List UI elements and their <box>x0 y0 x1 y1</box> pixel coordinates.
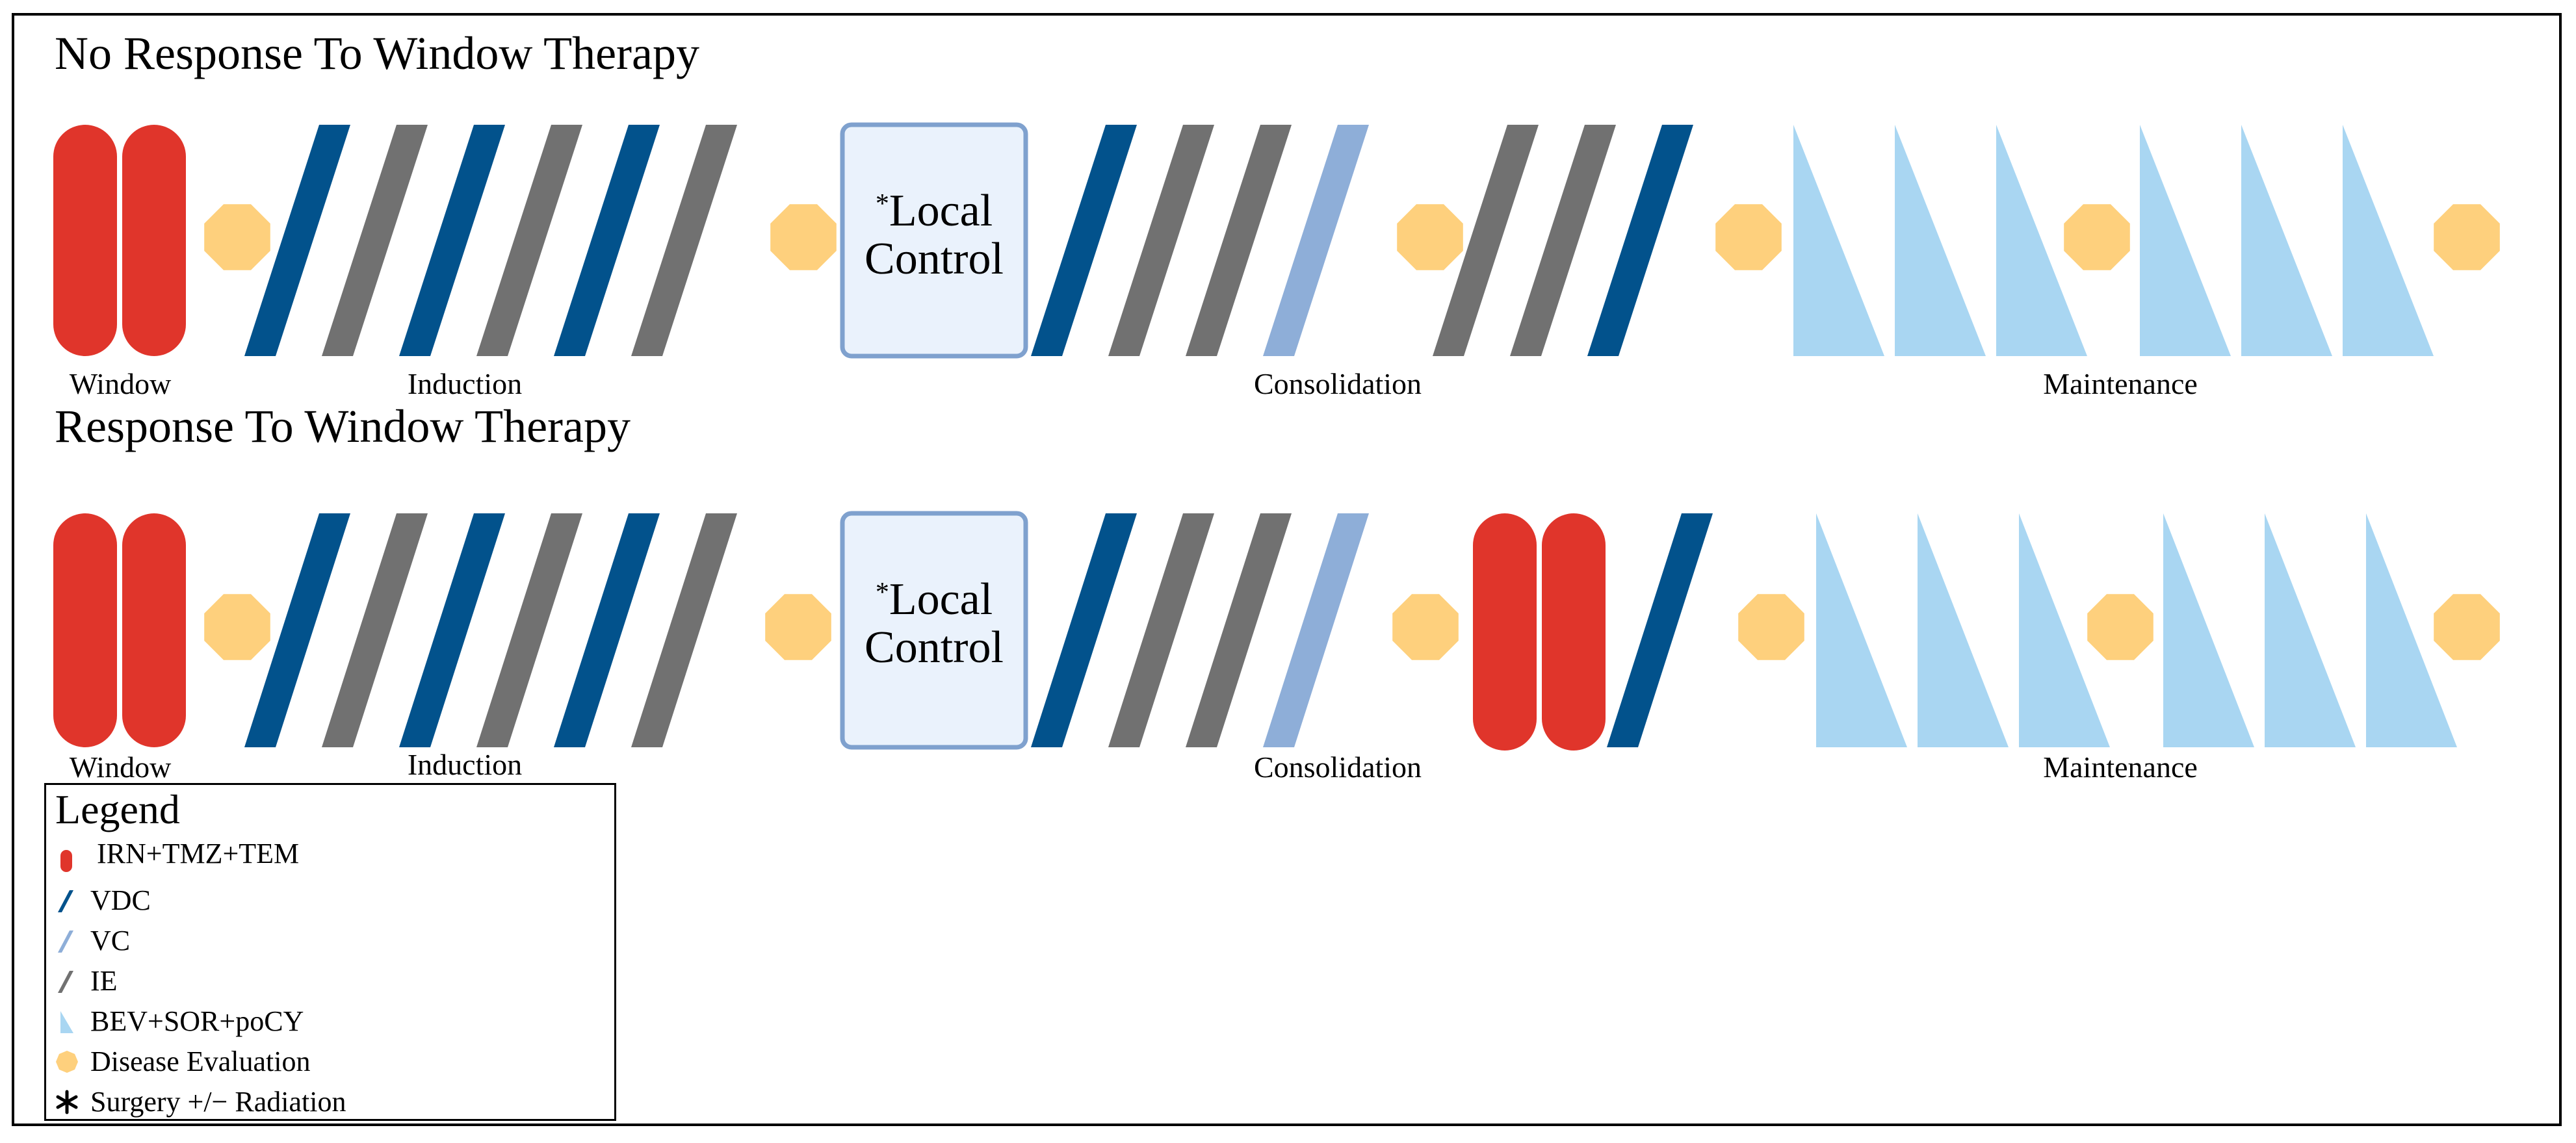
legend-item-vdc: VDC <box>46 882 612 919</box>
vdc-cycle <box>244 513 350 747</box>
bev-sor-pocy-cycle <box>2366 513 2457 747</box>
local-control-label-row2: *Local Control <box>865 574 1004 673</box>
bev-sor-pocy-cycle <box>2019 513 2110 747</box>
bev-sor-pocy-cycle <box>2343 125 2434 356</box>
disease-evaluation-marker <box>204 594 270 660</box>
disease-evaluation-marker <box>765 594 831 660</box>
disease-evaluation-marker <box>2087 594 2153 660</box>
bev-sor-pocy-cycle <box>1996 125 2087 356</box>
vdc-cycle <box>1031 125 1137 356</box>
vc-cycle <box>1263 125 1369 356</box>
local-control-asterisk: * <box>875 189 889 219</box>
phase-label-maintenance: Maintenance <box>2043 751 2198 784</box>
row-title-response: Response To Window Therapy <box>55 400 631 452</box>
pill-icon <box>60 850 72 872</box>
vdc-cycle <box>1587 125 1693 356</box>
irn-tmz-tem-cycle <box>122 513 186 747</box>
ie-cycle <box>476 513 582 747</box>
legend-item-vc: VC <box>46 923 612 959</box>
phase-label-induction: Induction <box>407 748 523 781</box>
legend-item-ie: IE <box>46 963 612 999</box>
vdc-cycle <box>399 513 505 747</box>
local-control-box <box>840 122 1028 359</box>
disease-evaluation-marker <box>204 204 270 270</box>
ie-cycle <box>1186 513 1292 747</box>
phase-label-consolidation: Consolidation <box>1253 751 1422 784</box>
vdc-cycle <box>554 125 660 356</box>
legend-title: Legend <box>55 786 180 832</box>
blue-slash-icon <box>58 890 73 912</box>
irn-tmz-tem-cycle <box>53 125 117 356</box>
vc-cycle <box>1263 513 1369 747</box>
local-control-label-row1: *Local Control <box>865 186 1004 284</box>
phase-label-induction: Induction <box>407 367 523 400</box>
bev-sor-pocy-cycle <box>2163 513 2254 747</box>
phase-label-maintenance: Maintenance <box>2043 367 2198 400</box>
ie-cycle <box>1510 125 1616 356</box>
bev-sor-pocy-cycle <box>1918 513 2009 747</box>
disease-evaluation-marker <box>1715 204 1782 270</box>
local-control-box <box>840 511 1028 750</box>
ie-cycle <box>1433 125 1539 356</box>
bev-sor-pocy-cycle <box>2140 125 2231 356</box>
octagon-icon <box>56 1051 78 1073</box>
bev-sor-pocy-cycle <box>1816 513 1907 747</box>
triangle-icon <box>60 1011 73 1033</box>
legend-item-bev-sor-pocy: BEV+SOR+poCY <box>46 1003 612 1040</box>
diagram-frame <box>12 13 2562 1126</box>
local-control-asterisk: * <box>875 578 889 608</box>
ie-cycle <box>322 125 428 356</box>
light-blue-slash-icon <box>58 931 73 953</box>
vdc-cycle <box>554 513 660 747</box>
disease-evaluation-marker <box>2434 204 2500 270</box>
ie-cycle <box>631 513 737 747</box>
disease-evaluation-marker <box>2434 594 2500 660</box>
disease-evaluation-marker <box>1738 594 1804 660</box>
irn-tmz-tem-cycle <box>1542 513 1606 751</box>
bev-sor-pocy-cycle <box>2241 125 2332 356</box>
phase-label-window: Window <box>69 367 172 400</box>
ie-cycle <box>322 513 428 747</box>
row-title-no-response: No Response To Window Therapy <box>55 27 699 79</box>
ie-cycle <box>1108 125 1214 356</box>
disease-evaluation-marker <box>1392 594 1459 660</box>
ie-cycle <box>476 125 582 356</box>
vdc-cycle <box>244 125 350 356</box>
phase-label-consolidation: Consolidation <box>1253 367 1422 400</box>
ie-cycle <box>631 125 737 356</box>
phase-label-window: Window <box>69 751 172 784</box>
ie-cycle <box>1108 513 1214 747</box>
vdc-cycle <box>1031 513 1137 747</box>
disease-evaluation-marker <box>1397 204 1463 270</box>
legend-item-surgery-radiation: Surgery +/− Radiation <box>46 1084 612 1120</box>
irn-tmz-tem-cycle <box>1473 513 1537 751</box>
disease-evaluation-marker <box>770 204 837 270</box>
irn-tmz-tem-cycle <box>53 513 117 747</box>
irn-tmz-tem-cycle <box>122 125 186 356</box>
bev-sor-pocy-cycle <box>2265 513 2356 747</box>
legend-item-disease-evaluation: Disease Evaluation <box>46 1044 612 1080</box>
vdc-cycle <box>1607 513 1713 747</box>
vdc-cycle <box>399 125 505 356</box>
bev-sor-pocy-cycle <box>1895 125 1986 356</box>
legend-item-irn-tmz-tem: IRN+TMZ+TEM <box>46 838 612 879</box>
asterisk-icon <box>56 1090 78 1114</box>
ie-cycle <box>1186 125 1292 356</box>
bev-sor-pocy-cycle <box>1793 125 1884 356</box>
disease-evaluation-marker <box>2064 204 2130 270</box>
gray-slash-icon <box>58 971 73 993</box>
legend-box: Legend IRN+TMZ+TEM VDC VC IE BEV+SOR+poC… <box>44 783 616 1121</box>
